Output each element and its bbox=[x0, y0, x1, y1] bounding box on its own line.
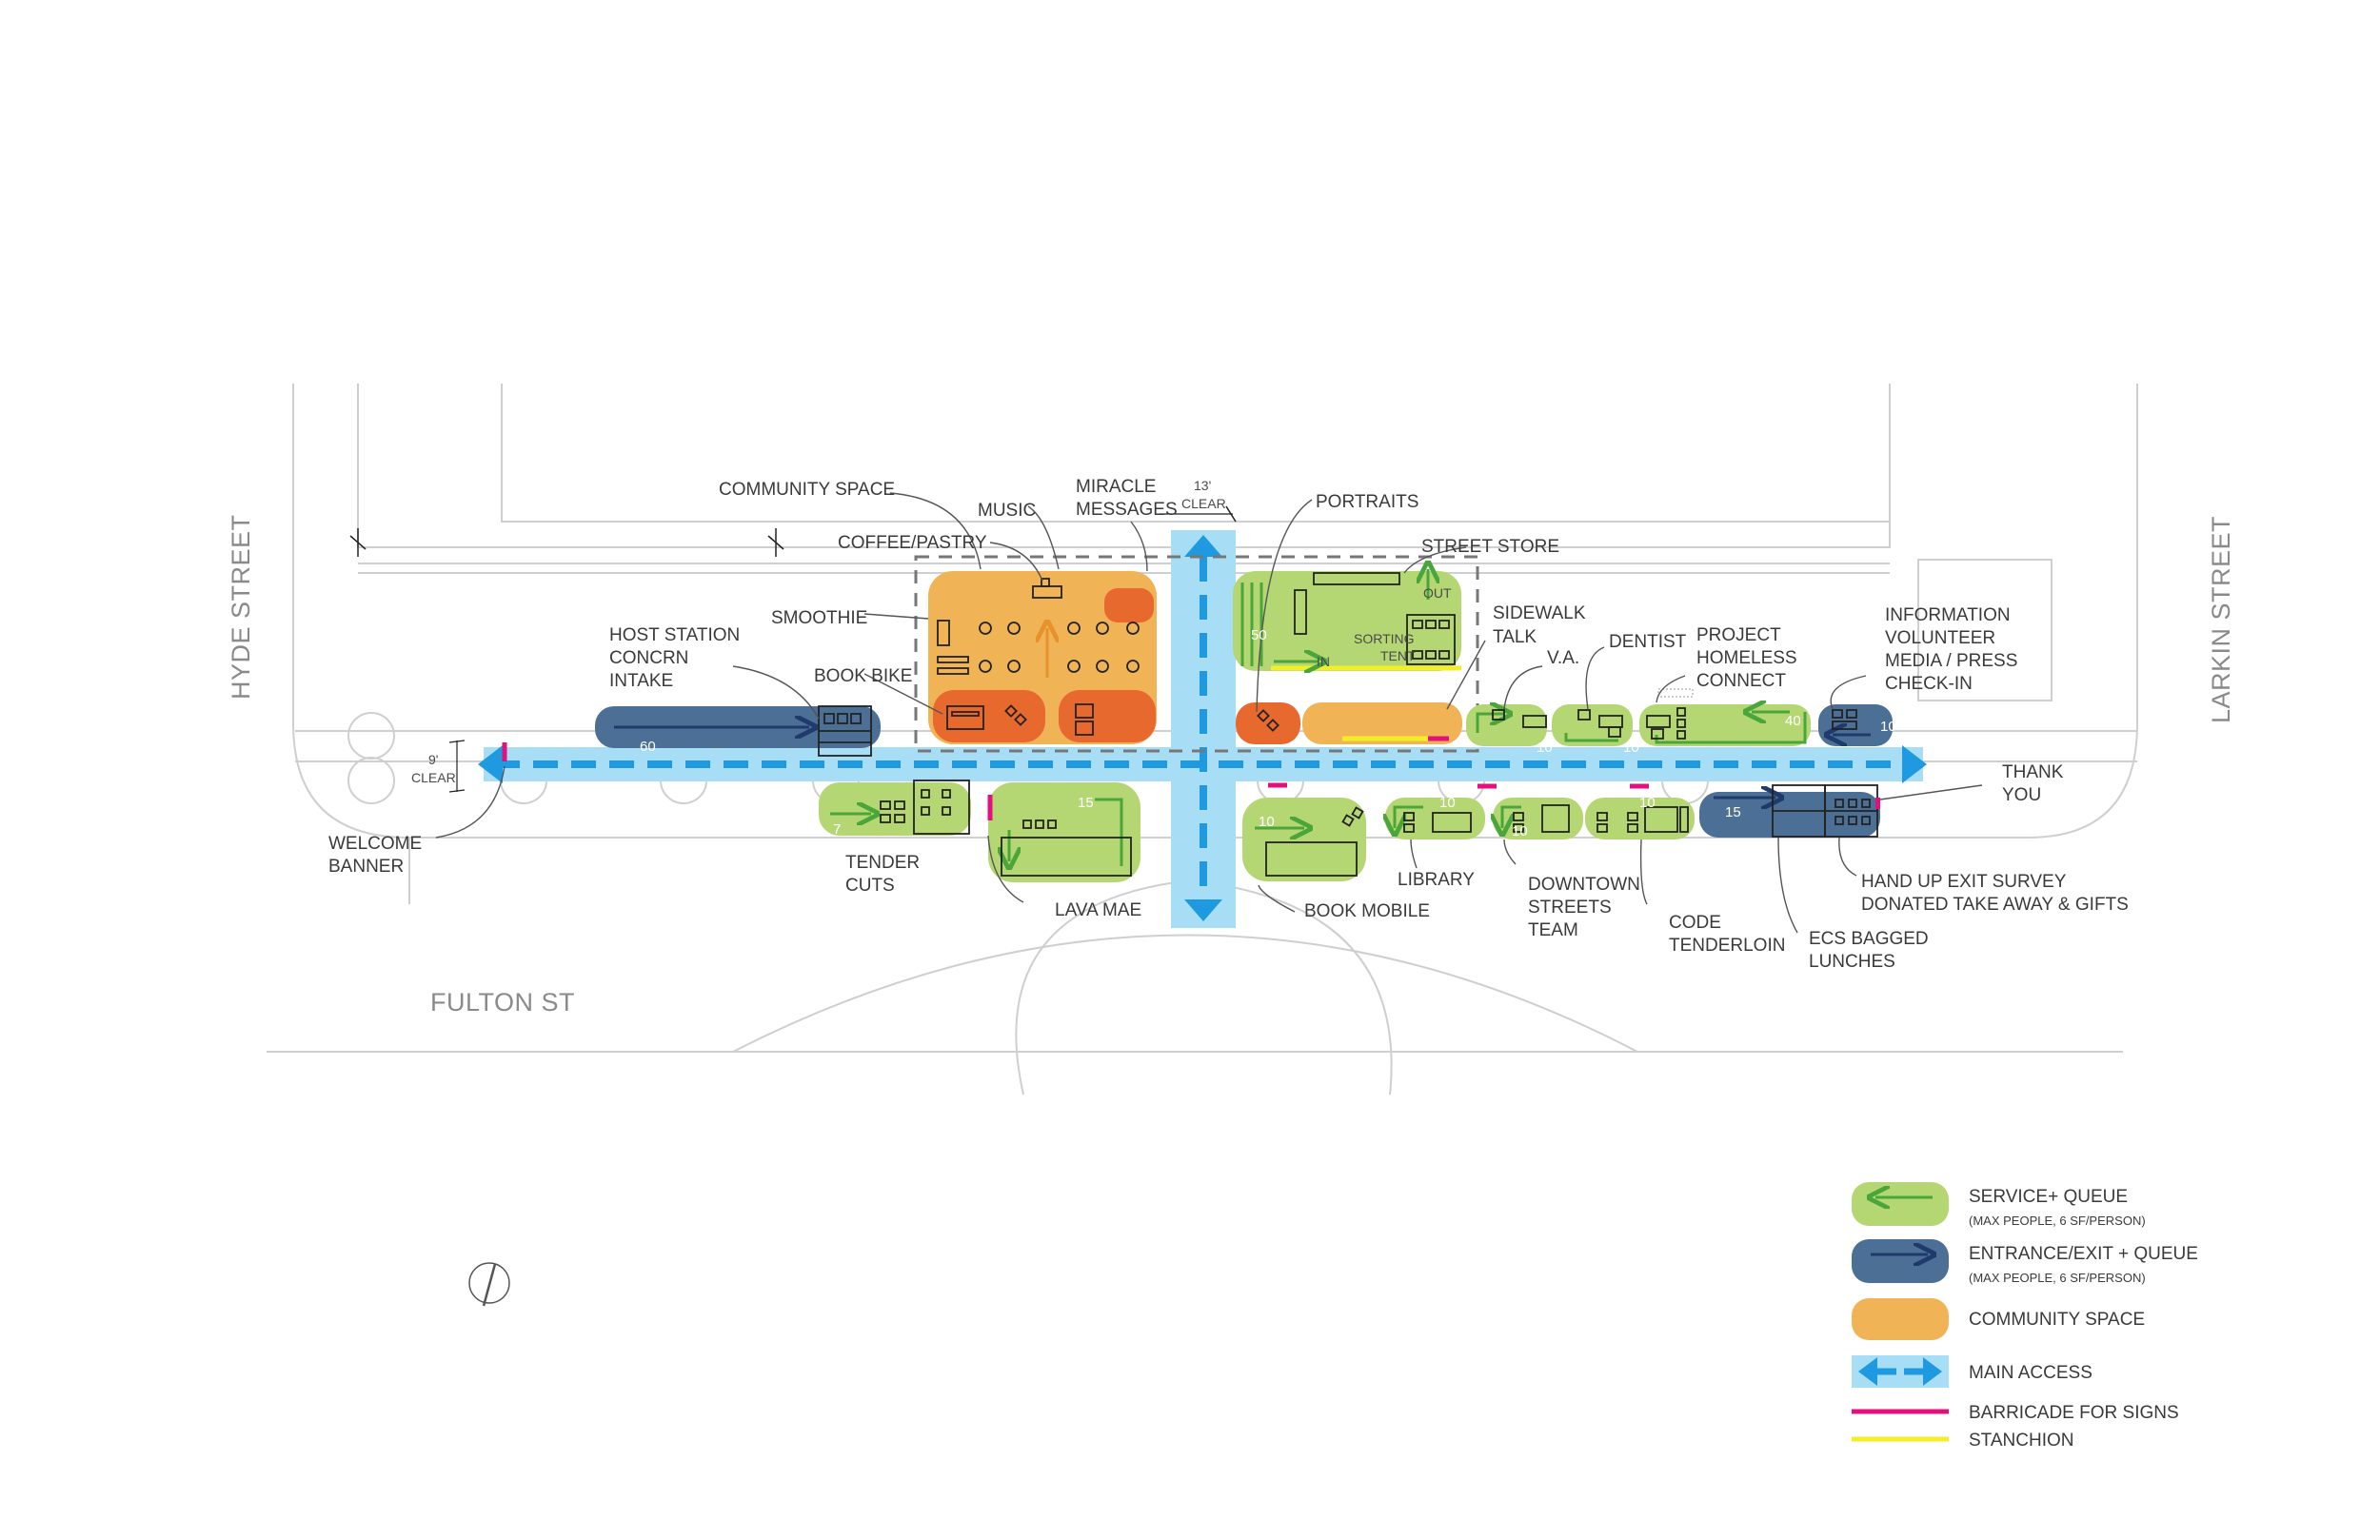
legend-service-sub: (MAX PEOPLE, 6 SF/PERSON) bbox=[1969, 1214, 2146, 1228]
capacity-code: 10 bbox=[1639, 795, 1656, 811]
legend-service-label: SERVICE+ QUEUE bbox=[1969, 1187, 2128, 1207]
dim-9-top: 9' bbox=[428, 752, 438, 767]
exit-tables bbox=[1772, 784, 1878, 838]
capacity-va: 10 bbox=[1537, 740, 1553, 756]
label-smoothie: SMOOTHIE bbox=[771, 608, 867, 628]
legend-barricade-label: BARRICADE FOR SIGNS bbox=[1969, 1403, 2179, 1423]
capacity-library: 10 bbox=[1439, 795, 1456, 811]
label-library: LIBRARY bbox=[1398, 870, 1475, 890]
label-thank-2: YOU bbox=[2002, 785, 2041, 805]
label-dentist: DENTIST bbox=[1609, 632, 1687, 652]
label-downtown-3: TEAM bbox=[1528, 920, 1578, 940]
label-thank-1: THANK bbox=[2002, 762, 2064, 782]
dim-13-bottom: CLEAR bbox=[1181, 496, 1226, 511]
legend-access-label: MAIN ACCESS bbox=[1969, 1363, 2092, 1383]
label-out: OUT bbox=[1423, 585, 1452, 601]
label-music: MUSIC bbox=[978, 501, 1036, 521]
label-hand-up-2: DONATED TAKE AWAY & GIFTS bbox=[1861, 895, 2129, 915]
leader-lines bbox=[435, 492, 1983, 934]
label-host-2: CONCRN bbox=[609, 648, 688, 668]
north-arrow-icon bbox=[468, 1262, 510, 1307]
street-label-larkin: LARKIN STREET bbox=[2207, 516, 2235, 723]
label-miracle-1: MIRACLE bbox=[1076, 477, 1156, 497]
capacity-entry-queue: 60 bbox=[640, 739, 656, 755]
legend-community-label: COMMUNITY SPACE bbox=[1969, 1310, 2145, 1330]
label-sorting-2: TENT bbox=[1380, 648, 1416, 663]
label-code-2: TENDERLOIN bbox=[1669, 936, 1785, 956]
label-in: IN bbox=[1317, 654, 1330, 669]
label-info-3: MEDIA / PRESS bbox=[1885, 651, 2017, 671]
label-host-3: INTAKE bbox=[609, 671, 673, 691]
main-access bbox=[478, 530, 1927, 928]
legend-community: COMMUNITY SPACE bbox=[1852, 1298, 2145, 1340]
street-label-fulton: FULTON ST bbox=[430, 988, 575, 1017]
event-boundary bbox=[914, 555, 1479, 753]
label-code-1: CODE bbox=[1669, 913, 1721, 933]
label-tender-2: CUTS bbox=[845, 876, 895, 896]
capacity-book-mobile: 10 bbox=[1259, 814, 1275, 830]
label-project-3: CONNECT bbox=[1696, 671, 1786, 691]
street-store-zone bbox=[1233, 569, 1462, 744]
street-label-hyde: HYDE STREET bbox=[227, 514, 255, 700]
book-bike bbox=[946, 703, 1094, 736]
label-sidewalk-1: SIDEWALK bbox=[1493, 603, 1586, 623]
capacity-info-checkin: 10 bbox=[1880, 719, 1896, 735]
label-info-4: CHECK-IN bbox=[1885, 674, 1973, 694]
capacity-tender-cuts: 7 bbox=[833, 821, 841, 838]
label-lava-mae: LAVA MAE bbox=[1055, 900, 1141, 920]
coffee-pastry-table bbox=[1032, 578, 1062, 599]
label-portraits: PORTRAITS bbox=[1316, 492, 1418, 512]
label-ecs-1: ECS BAGGED bbox=[1809, 929, 1929, 949]
legend-entrance-sub: (MAX PEOPLE, 6 SF/PERSON) bbox=[1969, 1271, 2146, 1285]
label-welcome-2: BANNER bbox=[328, 857, 404, 877]
south-services-zone bbox=[819, 780, 1880, 882]
label-street-store: STREET STORE bbox=[1421, 537, 1559, 557]
legend-access: MAIN ACCESS bbox=[1852, 1355, 2092, 1388]
dim-13-top: 13' bbox=[1194, 478, 1211, 493]
label-project-1: PROJECT bbox=[1696, 625, 1781, 645]
label-welcome-1: WELCOME bbox=[328, 834, 422, 854]
label-book-mobile: BOOK MOBILE bbox=[1304, 901, 1430, 921]
host-station-table bbox=[818, 705, 872, 757]
entry-queue-zone bbox=[595, 705, 881, 757]
capacity-dentist: 10 bbox=[1623, 740, 1639, 756]
label-miracle-2: MESSAGES bbox=[1076, 500, 1178, 520]
label-host-1: HOST STATION bbox=[609, 625, 740, 645]
legend: SERVICE+ QUEUE (MAX PEOPLE, 6 SF/PERSON)… bbox=[1852, 1182, 2198, 1451]
label-downtown-2: STREETS bbox=[1528, 898, 1612, 918]
north-services-zone bbox=[1466, 688, 1893, 746]
label-book-bike: BOOK BIKE bbox=[814, 666, 912, 686]
capacity-lava-mae: 15 bbox=[1078, 795, 1094, 811]
smoothie-counter bbox=[937, 620, 969, 675]
capacity-downtown: 10 bbox=[1512, 823, 1528, 839]
label-info-2: VOLUNTEER bbox=[1885, 628, 1995, 648]
capacity-ecs: 15 bbox=[1725, 804, 1741, 820]
cafe-tables bbox=[979, 622, 1140, 673]
legend-entrance-label: ENTRANCE/EXIT + QUEUE bbox=[1969, 1244, 2198, 1264]
sorting-tables bbox=[1294, 572, 1456, 665]
service-tables-north bbox=[1492, 707, 1686, 740]
legend-stanchion: STANCHION bbox=[1852, 1431, 2073, 1451]
label-downtown-1: DOWNTOWN bbox=[1528, 875, 1640, 895]
legend-entrance: ENTRANCE/EXIT + QUEUE (MAX PEOPLE, 6 SF/… bbox=[1852, 1239, 2198, 1285]
label-tender-1: TENDER bbox=[845, 853, 920, 873]
label-coffee-pastry: COFFEE/PASTRY bbox=[838, 533, 987, 553]
capacity-services-north: 40 bbox=[1785, 713, 1801, 729]
label-sorting-1: SORTING bbox=[1354, 631, 1415, 646]
label-va: V.A. bbox=[1547, 648, 1579, 668]
legend-stanchion-label: STANCHION bbox=[1969, 1431, 2073, 1451]
legend-barricade: BARRICADE FOR SIGNS bbox=[1852, 1403, 2179, 1423]
label-hand-up-1: HAND UP EXIT SURVEY bbox=[1861, 872, 2067, 892]
label-info-1: INFORMATION bbox=[1885, 605, 2011, 625]
capacity-sorting: 50 bbox=[1251, 627, 1267, 643]
label-community-space: COMMUNITY SPACE bbox=[719, 480, 895, 500]
legend-service: SERVICE+ QUEUE (MAX PEOPLE, 6 SF/PERSON) bbox=[1852, 1182, 2146, 1228]
label-project-2: HOMELESS bbox=[1696, 648, 1797, 668]
label-sidewalk-2: TALK bbox=[1493, 627, 1537, 647]
dim-9-bottom: CLEAR bbox=[411, 770, 456, 785]
label-ecs-2: LUNCHES bbox=[1809, 952, 1895, 972]
community-space-zone bbox=[928, 571, 1157, 744]
